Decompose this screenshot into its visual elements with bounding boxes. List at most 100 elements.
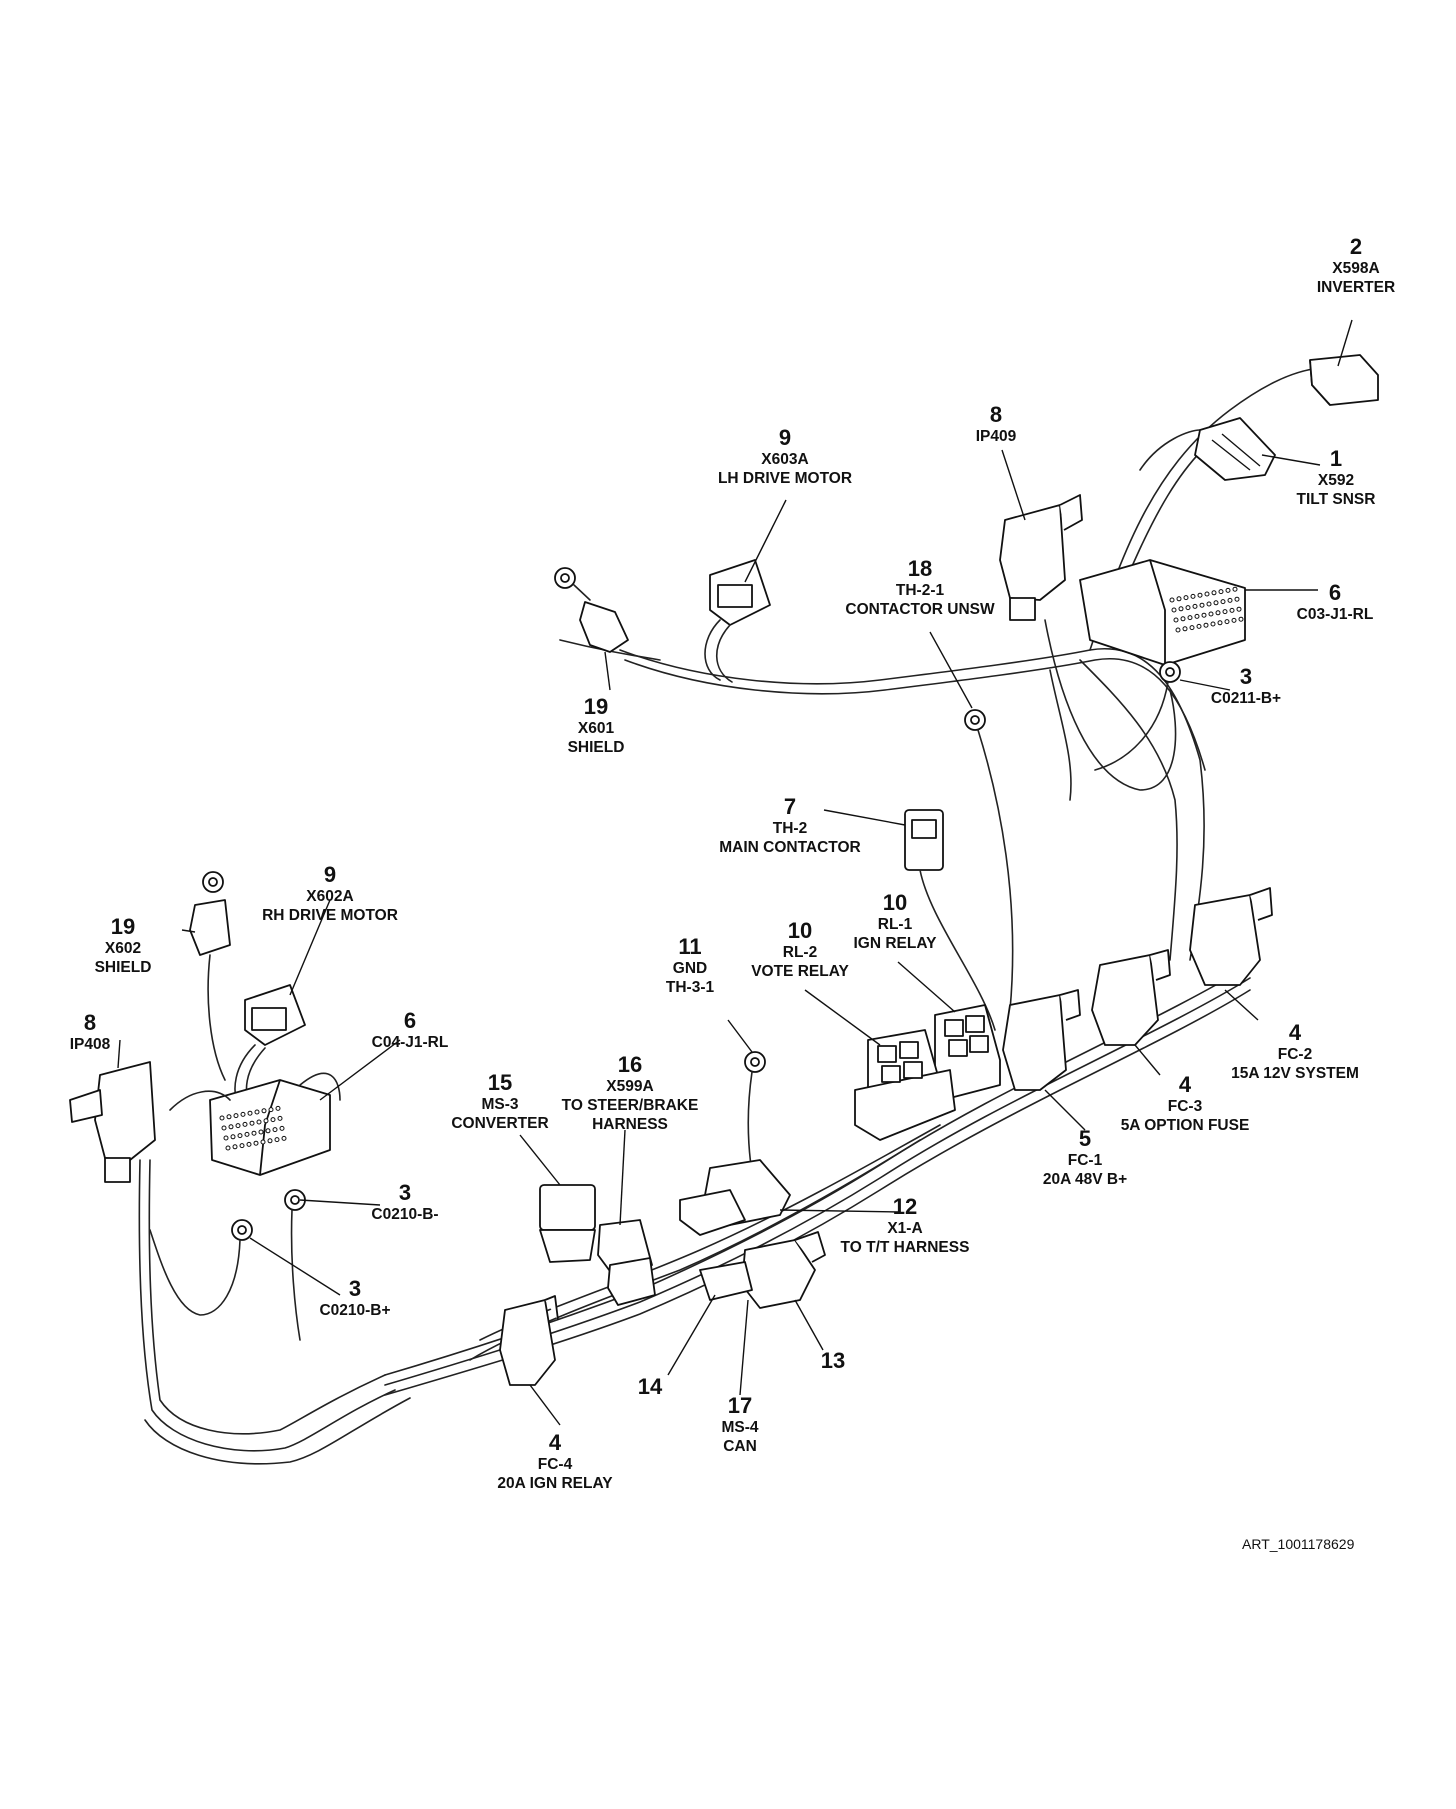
- connector-pin: [1227, 597, 1233, 603]
- callout-number: 4: [1178, 1072, 1192, 1097]
- callout-th-2: 7 TH-2 MAIN CONTACTOR: [710, 794, 870, 858]
- connector-pin: [1204, 591, 1210, 597]
- x601-shield: [554, 567, 629, 653]
- callout-number: 19: [110, 914, 136, 939]
- callout-line: X603A: [761, 451, 809, 469]
- connector-pin: [1173, 617, 1179, 623]
- connector-pin: [1187, 615, 1193, 621]
- callout-x602: 19 X602 SHIELD: [78, 914, 168, 978]
- connector-pin: [1169, 597, 1175, 603]
- callout-th-3-1: 11 GND TH-3-1: [650, 934, 730, 998]
- callout-line: LH DRIVE MOTOR: [717, 469, 853, 487]
- callout-line: FC-2: [1277, 1046, 1313, 1064]
- callout-number: 9: [323, 862, 337, 887]
- callout-line: X601: [577, 720, 615, 738]
- connector-pin: [244, 1131, 250, 1137]
- callout-number: 6: [1328, 580, 1342, 605]
- callout-line: X602: [104, 940, 142, 958]
- callout-x599a: 16 X599A TO STEER/BRAKE HARNESS: [550, 1052, 710, 1134]
- callout-line: IP408: [69, 1036, 111, 1054]
- connector-pin: [232, 1144, 238, 1150]
- connector-pin: [1211, 590, 1217, 596]
- callout-number: 16: [617, 1052, 643, 1077]
- connector-pin: [1229, 607, 1235, 613]
- c04-j1-rl-connector: [169, 1072, 341, 1176]
- callout-number: 18: [907, 556, 933, 581]
- connector-pin: [230, 1134, 236, 1140]
- connector-pin: [1185, 605, 1191, 611]
- callout-number: 17: [727, 1393, 753, 1418]
- connector-pin: [279, 1125, 285, 1131]
- connector-pin: [1175, 627, 1181, 633]
- callout-line: X1-A: [887, 1220, 923, 1238]
- connector-pin: [1236, 606, 1242, 612]
- callout-number: 8: [83, 1010, 97, 1035]
- callout-c04-j1-rl: 6 C04-J1-RL: [355, 1008, 465, 1053]
- inverter-connector: [1309, 354, 1379, 406]
- connector-pin: [1182, 626, 1188, 632]
- connector-pin: [1213, 600, 1219, 606]
- callout-line: X602A: [306, 888, 354, 906]
- connector-pin: [261, 1108, 267, 1114]
- connector-pin: [251, 1130, 257, 1136]
- connector-pin: [267, 1138, 273, 1144]
- c0210-ring-terminals: [149, 1189, 306, 1341]
- connector-pin: [242, 1121, 248, 1127]
- connector-pin: [246, 1141, 252, 1147]
- callout-rl-1: 10 RL-1 IGN RELAY: [840, 890, 950, 954]
- connector-pin: [1218, 589, 1224, 595]
- callout-line: C03-J1-RL: [1296, 606, 1374, 624]
- x602a-connector: [234, 984, 306, 1113]
- connector-pin: [1224, 619, 1230, 625]
- connector-pin: [1206, 601, 1212, 607]
- callout-inverter: 2 X598A INVERTER: [1296, 234, 1416, 298]
- connector-pin: [247, 1110, 253, 1116]
- connector-pin: [274, 1137, 280, 1143]
- ms-3-connector: [539, 1184, 596, 1263]
- callout-number: 14: [637, 1374, 663, 1399]
- connector-pin: [1180, 616, 1186, 622]
- callout-line: C0210-B-: [371, 1206, 439, 1224]
- connector-pin: [1183, 595, 1189, 601]
- fc-2-fuse: [1189, 887, 1273, 986]
- connector-pin: [1192, 603, 1198, 609]
- callout-ip409: 8 IP409: [946, 402, 1046, 447]
- leader-lines: [117, 319, 1353, 1426]
- callout-line: RL-1: [877, 916, 913, 934]
- connector-pin: [1190, 593, 1196, 599]
- connector-pin: [258, 1129, 264, 1135]
- connector-pin: [1194, 613, 1200, 619]
- x603a-connector: [704, 559, 771, 683]
- callout-number: 12: [892, 1194, 918, 1219]
- callout-line: VOTE RELAY: [751, 962, 849, 980]
- connector-pin: [228, 1124, 234, 1130]
- callout-x602a: 9 X602A RH DRIVE MOTOR: [240, 862, 420, 926]
- callout-x601: 19 X601 SHIELD: [556, 694, 636, 758]
- callout-line: CAN: [723, 1437, 757, 1455]
- connector-pin: [268, 1107, 274, 1113]
- callout-line: 5A OPTION FUSE: [1120, 1116, 1250, 1134]
- connector-pin: [272, 1127, 278, 1133]
- callout-number: 10: [787, 918, 813, 943]
- callout-c03-j1-rl: 6 C03-J1-RL: [1280, 580, 1390, 625]
- callout-line: 20A 48V B+: [1042, 1170, 1128, 1188]
- connector-pin: [1238, 616, 1244, 622]
- callout-line: RH DRIVE MOTOR: [262, 906, 398, 924]
- callout-line: 15A 12V SYSTEM: [1231, 1064, 1359, 1082]
- connector-pin: [1225, 587, 1231, 593]
- callout-ms-3: 15 MS-3 CONVERTER: [440, 1070, 560, 1134]
- callout-line: FC-4: [537, 1456, 573, 1474]
- callout-line: GND: [672, 960, 708, 978]
- connector-pin: [1203, 622, 1209, 628]
- callout-x1-a: 12 X1-A TO T/T HARNESS: [830, 1194, 980, 1258]
- callout-ms-4: 17 MS-4 CAN: [700, 1393, 780, 1457]
- callout-line: TILT SNSR: [1296, 490, 1376, 508]
- th-2-connector: [904, 809, 996, 1031]
- connector-pin: [1197, 592, 1203, 598]
- connector-pin: [249, 1120, 255, 1126]
- callout-line: X598A: [1332, 260, 1380, 278]
- connector-pin: [1222, 609, 1228, 615]
- connector-pin: [265, 1128, 271, 1134]
- callout-number: 15: [487, 1070, 513, 1095]
- x602-shield: [189, 871, 231, 1081]
